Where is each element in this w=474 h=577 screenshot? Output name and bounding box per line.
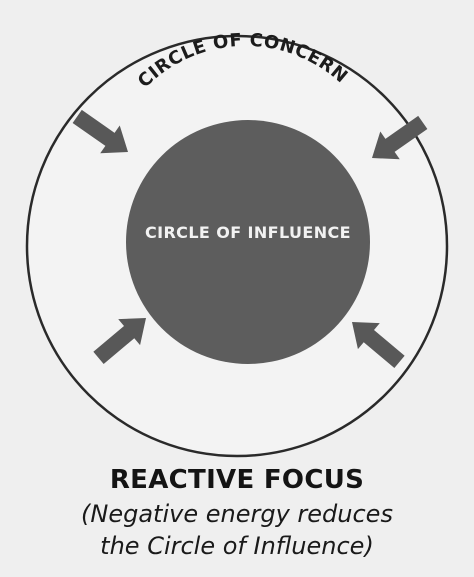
caption: REACTIVE FOCUS (Negative energy reduces … xyxy=(0,462,474,562)
caption-subtitle-line-2: the Circle of Influence) xyxy=(100,532,374,560)
caption-title: REACTIVE FOCUS xyxy=(109,465,365,495)
arrow-bottom-right-icon xyxy=(352,322,405,368)
circle-of-influence xyxy=(126,120,370,364)
circle-of-influence-label: CIRCLE OF INFLUENCE xyxy=(145,223,351,242)
caption-subtitle-line-1: (Negative energy reduces xyxy=(81,500,393,528)
arrow-top-left-icon xyxy=(72,109,128,154)
arrow-top-right-icon xyxy=(372,115,428,160)
arrow-bottom-left-icon xyxy=(93,318,146,364)
reactive-focus-diagram: CIRCLE OF CONCERN CIRCLE OF INFLUENCE xyxy=(25,30,449,458)
